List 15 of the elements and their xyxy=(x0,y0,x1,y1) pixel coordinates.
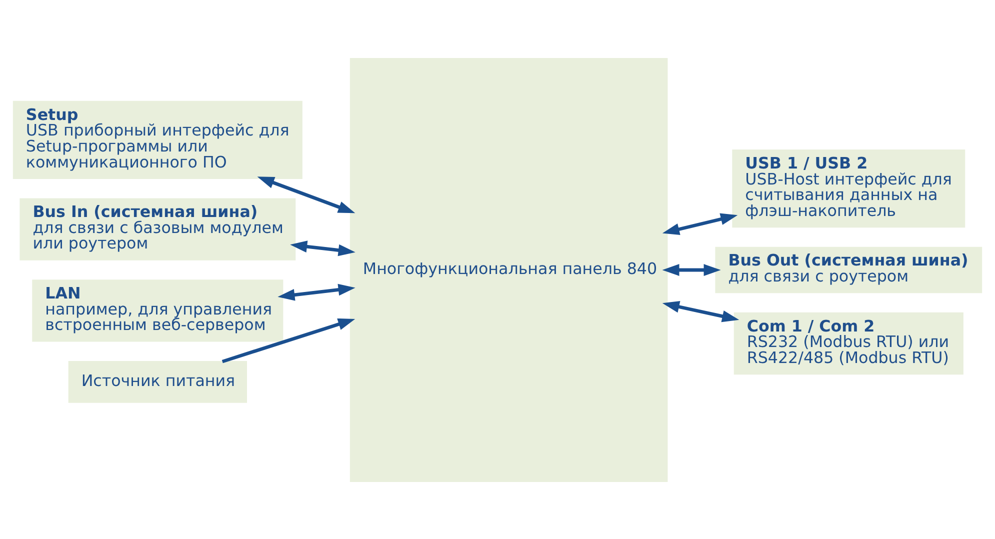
arrow xyxy=(290,240,356,256)
arrow xyxy=(222,318,356,363)
node-box: Setup USB приборный интерфейс для Setup-программы или коммуникационного ПО xyxy=(12,100,302,178)
node-box: USB 1 / USB 2 USB-Host интерфейс для считывания данных на флэш-накопитель xyxy=(732,149,966,228)
arrow xyxy=(257,176,356,213)
arrow xyxy=(662,300,740,322)
arrow xyxy=(278,283,356,300)
node-box: Bus In (системная шина) для связи с базовым модулем или роутером xyxy=(20,198,296,260)
arrow xyxy=(662,264,721,276)
arrow xyxy=(662,212,738,235)
node-box: Com 1 / Com 2 RS232 (Modbus RTU) или RS422/485 (Modbus RTU) xyxy=(734,312,964,374)
node-box: Bus Out (системная шина) для связи с роутером xyxy=(715,246,982,293)
node-box: Многофункциональная панель 840 xyxy=(350,57,668,482)
node-box: LAN например, для управления встроенным веб-сервером xyxy=(32,279,284,342)
node-box: Источник питания xyxy=(68,360,247,402)
